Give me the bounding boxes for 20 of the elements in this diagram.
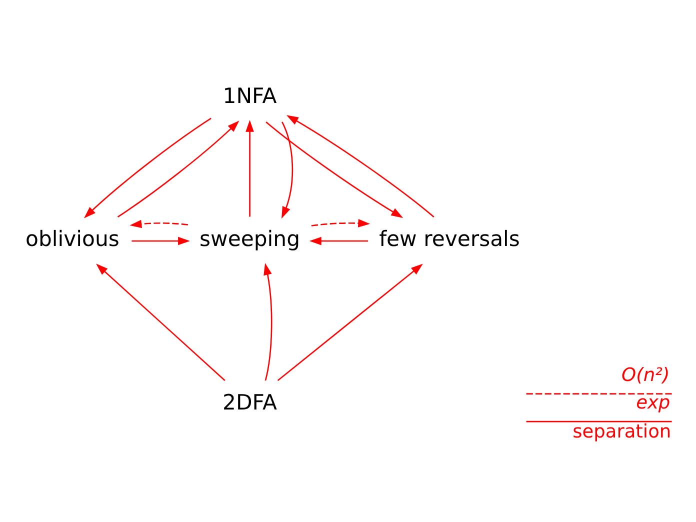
arrow <box>84 117 212 218</box>
arrow <box>266 120 404 218</box>
arrow <box>309 236 368 245</box>
legend-label: O(n²) <box>622 364 670 386</box>
node-text: 1NFA <box>222 82 277 108</box>
node-text: 2DFA <box>222 388 277 414</box>
arrow <box>132 236 190 245</box>
arrow <box>282 121 294 218</box>
node-text: sweeping <box>200 226 300 251</box>
arrow <box>96 263 226 380</box>
node-text: oblivious <box>26 226 120 251</box>
legend-label: exp separation <box>572 392 672 442</box>
arrow <box>277 263 423 381</box>
arrow <box>117 120 240 218</box>
arrow <box>130 219 188 228</box>
arrow <box>246 119 254 216</box>
arrow <box>311 218 370 227</box>
arrow <box>286 114 434 218</box>
node-text: few reversals <box>379 226 520 251</box>
arrow <box>264 262 272 380</box>
